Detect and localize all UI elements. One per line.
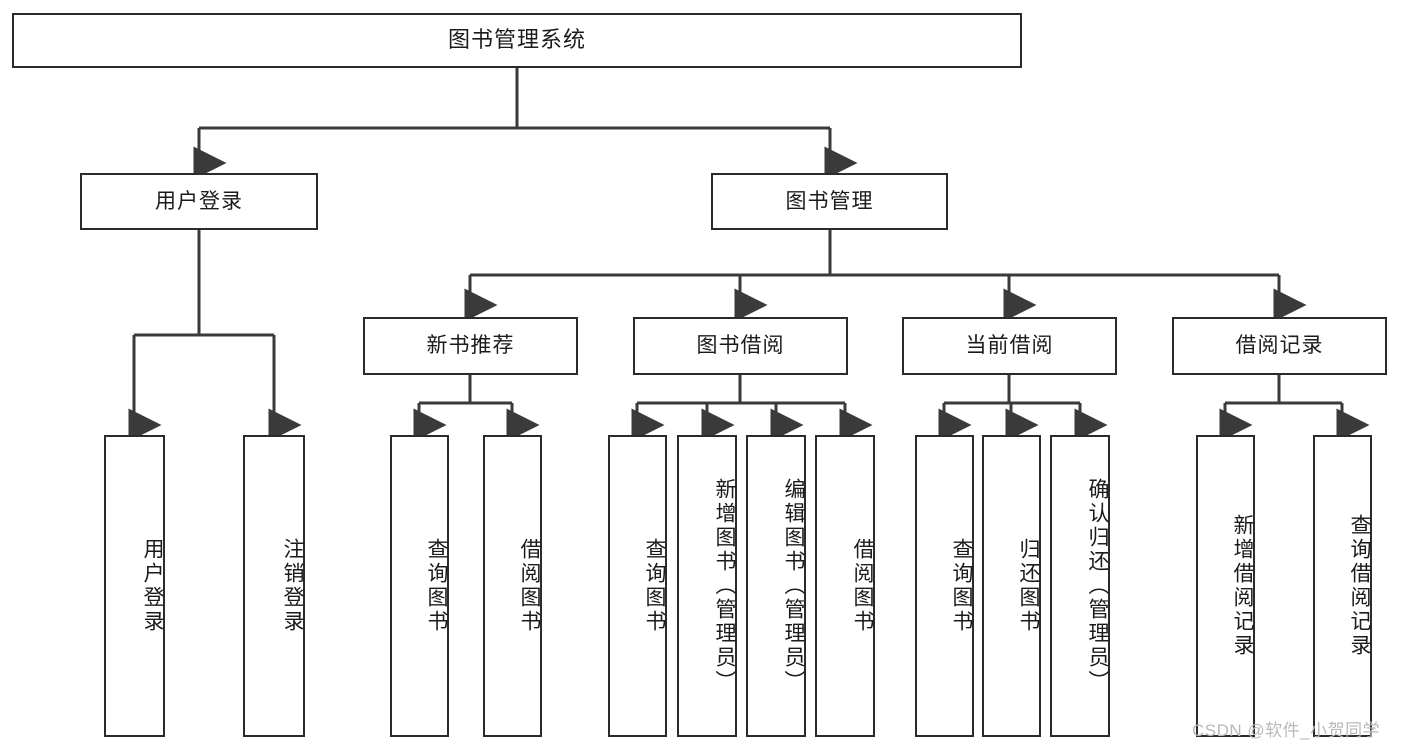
- node-label: 新增借阅记录: [1231, 514, 1254, 658]
- node-label: 图书管理: [785, 189, 874, 213]
- node-user-login[interactable]: 用户登录: [80, 173, 318, 230]
- node-label: 查询借阅记录: [1348, 514, 1371, 658]
- leaf-book-borrow-borrow-book[interactable]: 借阅图书: [815, 435, 875, 737]
- node-label: 确认归还（管理员）: [1086, 478, 1109, 694]
- leaf-book-borrow-add-book-admin[interactable]: 新增图书（管理员）: [677, 435, 737, 737]
- node-current-borrow[interactable]: 当前借阅: [902, 317, 1117, 375]
- node-label: 用户登录: [155, 189, 243, 213]
- node-label: 借阅图书: [851, 538, 874, 634]
- leaf-current-borrow-query-book[interactable]: 查询图书: [915, 435, 974, 737]
- node-book-management[interactable]: 图书管理: [711, 173, 948, 230]
- node-label: 归还图书: [1017, 538, 1040, 634]
- node-label: 图书管理系统: [447, 27, 586, 53]
- node-label: 当前借阅: [965, 334, 1054, 358]
- leaf-new-book-borrow-book[interactable]: 借阅图书: [483, 435, 542, 737]
- leaf-user-login-logout[interactable]: 注销登录: [243, 435, 305, 737]
- leaf-current-borrow-return-book[interactable]: 归还图书: [982, 435, 1041, 737]
- leaf-borrow-record-query-record[interactable]: 查询借阅记录: [1313, 435, 1372, 737]
- leaf-current-borrow-confirm-return-admin[interactable]: 确认归还（管理员）: [1050, 435, 1110, 737]
- node-label: 借阅记录: [1235, 334, 1324, 358]
- csdn-watermark: CSDN @软件_小贺同学: [1192, 721, 1381, 740]
- leaf-book-borrow-edit-book-admin[interactable]: 编辑图书（管理员）: [746, 435, 806, 737]
- node-borrow-record[interactable]: 借阅记录: [1172, 317, 1387, 375]
- node-label: 编辑图书（管理员）: [782, 478, 805, 694]
- node-label: 查询图书: [950, 538, 973, 634]
- node-new-book-recommend[interactable]: 新书推荐: [363, 317, 578, 375]
- node-root-book-management-system[interactable]: 图书管理系统: [12, 13, 1022, 68]
- leaf-user-login-login[interactable]: 用户登录: [104, 435, 165, 737]
- node-label: 查询图书: [425, 538, 448, 634]
- node-book-borrow[interactable]: 图书借阅: [633, 317, 848, 375]
- leaf-new-book-query-book[interactable]: 查询图书: [390, 435, 449, 737]
- node-label: 用户登录: [141, 538, 164, 634]
- leaf-borrow-record-add-record[interactable]: 新增借阅记录: [1196, 435, 1255, 737]
- node-label: 借阅图书: [518, 538, 541, 634]
- node-label: 图书借阅: [696, 334, 785, 358]
- node-label: 注销登录: [281, 538, 304, 634]
- node-label: 新增图书（管理员）: [713, 478, 736, 694]
- leaf-book-borrow-query-book[interactable]: 查询图书: [608, 435, 667, 737]
- node-label: 新书推荐: [426, 334, 515, 358]
- node-label: 查询图书: [643, 538, 666, 634]
